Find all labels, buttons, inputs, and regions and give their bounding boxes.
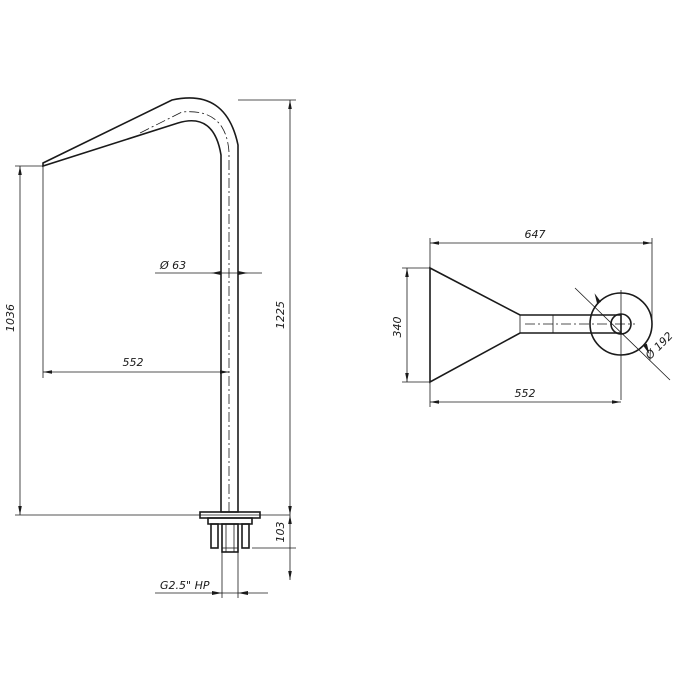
dim-103-label: 103: [274, 522, 287, 543]
shower-body-outline: [42, 97, 239, 513]
base-block: [207, 517, 253, 525]
anchor-center: [221, 523, 239, 553]
spout-funnel-outline: [429, 266, 622, 384]
anchor-right: [241, 523, 250, 549]
dim-d63-label: Ø 63: [159, 259, 186, 272]
dim-d192-line: [574, 287, 671, 381]
body-centerline: [139, 111, 230, 512]
side-view: 1225 1036 552 Ø 63 103 G2.5" НР: [4, 97, 296, 598]
anchor-left: [210, 523, 219, 549]
dim-1036-label: 1036: [4, 304, 17, 332]
dim-552-side-label: 552: [123, 356, 144, 369]
thread-label: G2.5" НР: [160, 579, 210, 592]
dim-552-top-label: 552: [515, 387, 536, 400]
dim-340-label: 340: [391, 317, 404, 338]
top-view: 647 340 552 Ø 192: [391, 228, 676, 407]
dim-647-label: 647: [525, 228, 546, 241]
dim-1225-label: 1225: [274, 301, 287, 329]
